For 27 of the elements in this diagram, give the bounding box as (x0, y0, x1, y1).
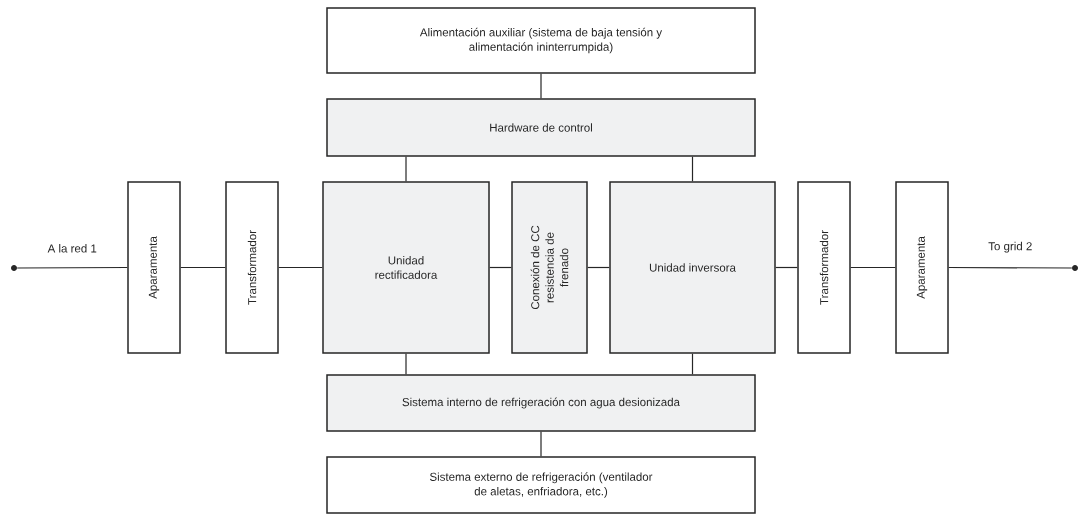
edge-label: To grid 2 (987, 240, 1034, 254)
process-box: Transformador (797, 181, 851, 354)
connector-line (278, 266, 323, 269)
connector-line (540, 431, 542, 457)
connector-line (180, 266, 226, 269)
connector-line (405, 353, 407, 375)
connector-line (16, 266, 128, 269)
process-box: Sistema externo de refrigeración (ventilador de aletas, enfriadora, etc.) (326, 456, 756, 514)
process-box: Alimentación auxiliar (sistema de baja tensión y alimentación ininterrumpida) (326, 7, 756, 74)
process-box: Aparamenta (127, 181, 181, 354)
connector-line (405, 156, 407, 182)
process-box: Unidad inversora (609, 181, 776, 354)
connector-line (540, 73, 542, 99)
connector-line (775, 266, 798, 269)
connector-line (587, 266, 610, 269)
process-box: Sistema interno de refrigeración con agua desionizada (326, 374, 756, 432)
connector-line (691, 156, 694, 182)
connector-line (691, 353, 694, 375)
process-box: Unidad rectificadora (322, 181, 490, 354)
process-box: Aparamenta (895, 181, 949, 354)
process-box: Hardware de control (326, 98, 756, 157)
process-box: Transformador (225, 181, 279, 354)
connector-line (489, 266, 512, 269)
process-box: Conexión de CC resistencia de frenado (511, 181, 588, 354)
connector-line (850, 266, 896, 269)
connector-line (948, 266, 1073, 269)
edge-label: A la red 1 (46, 243, 98, 254)
